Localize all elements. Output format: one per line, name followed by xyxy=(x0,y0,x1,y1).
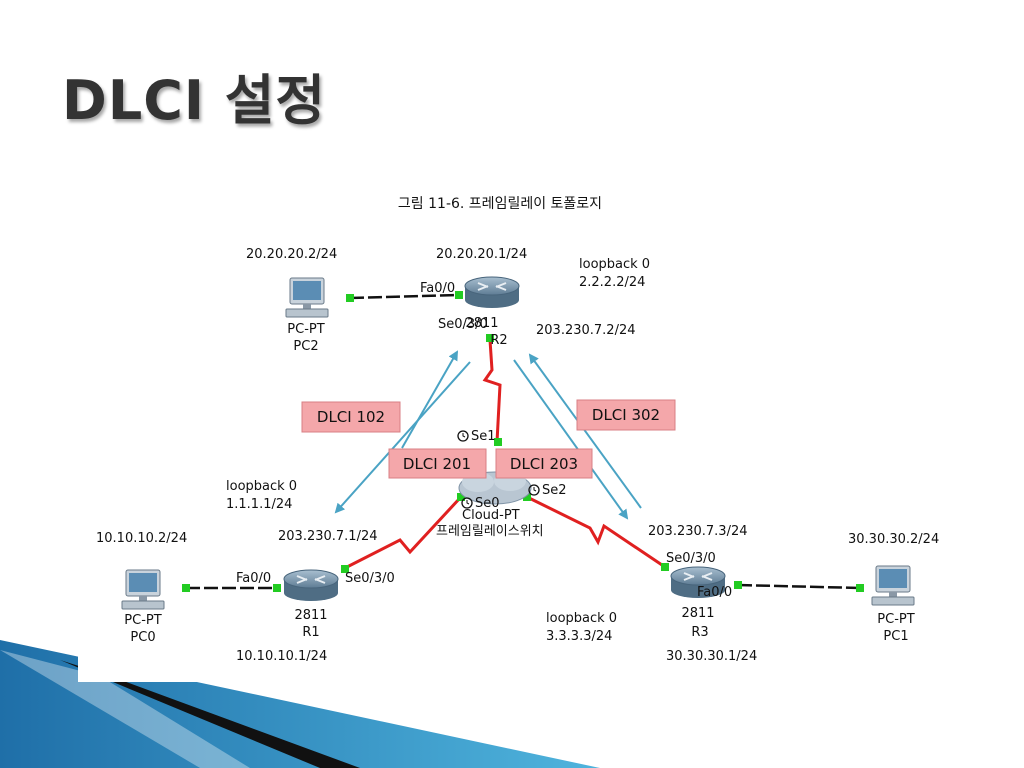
r1-router-icon xyxy=(283,569,339,602)
r3-se-ip: 203.230.7.3/24 xyxy=(648,524,748,539)
serial-link-r2-cloud xyxy=(482,339,502,443)
r1-router[interactable]: 2811 R1 xyxy=(283,569,339,640)
r3-loopback-ip: 3.3.3.3/24 xyxy=(546,629,612,644)
dlci-302-text: DLCI 302 xyxy=(592,406,660,424)
pc0-icon xyxy=(121,569,165,610)
pc0-type: PC-PT xyxy=(124,613,161,628)
r3-model: 2811 xyxy=(681,606,714,621)
r1-fa-port: Fa0/0 xyxy=(236,571,271,586)
pc1-icon xyxy=(871,565,915,606)
pc2-name: PC2 xyxy=(293,339,318,354)
r2-name: R2 xyxy=(490,333,507,348)
r2-model: 2811 xyxy=(465,316,498,331)
r1-name: R1 xyxy=(302,625,319,640)
r1-loopback-ip: 1.1.1.1/24 xyxy=(226,497,292,512)
serial-link-r1-cloud xyxy=(344,496,462,570)
pc0-name: PC0 xyxy=(130,630,155,645)
dlci-201-text: DLCI 201 xyxy=(403,455,471,473)
pc1-ip: 30.30.30.2/24 xyxy=(848,532,939,547)
pc2-ip: 20.20.20.2/24 xyxy=(246,247,337,262)
slide-title: DLCI 설정 xyxy=(62,69,327,132)
cloud-port-se2: Se2 xyxy=(542,483,567,498)
r2-router[interactable]: 2811 R2 xyxy=(464,276,520,348)
r2-router-icon xyxy=(464,276,520,309)
dlci-arrow-r2-to-r1 xyxy=(334,361,471,514)
dlci-arrow-r1-to-r2 xyxy=(401,350,458,449)
r1-loopback-label: loopback 0 xyxy=(226,479,297,494)
ethernet-link-r3-pc1 xyxy=(737,583,861,590)
clock-icon xyxy=(461,497,473,509)
r2-loopback-ip: 2.2.2.2/24 xyxy=(579,275,645,290)
pc2-type: PC-PT xyxy=(287,322,324,337)
pc1-type: PC-PT xyxy=(877,612,914,627)
r1-model: 2811 xyxy=(294,608,327,623)
pc2-device[interactable]: PC-PT PC2 xyxy=(285,277,329,354)
cloud-name: 프레임릴레이스위치 xyxy=(436,524,544,539)
figure-caption: 그림 11-6. 프레임릴레이 토폴로지 xyxy=(398,196,602,212)
cloud-port-se1: Se1 xyxy=(471,429,496,444)
r3-fa-ip: 30.30.30.1/24 xyxy=(666,649,757,664)
cloud-port-se0: Se0 xyxy=(475,496,500,511)
corner-ribbon xyxy=(0,640,600,768)
pc1-device[interactable]: PC-PT PC1 xyxy=(871,565,915,644)
dlci-102-label: DLCI 102 xyxy=(301,401,401,433)
r1-se-ip: 203.230.7.1/24 xyxy=(278,529,378,544)
r1-se-port: Se0/3/0 xyxy=(345,571,395,586)
r3-loopback-label: loopback 0 xyxy=(546,611,617,626)
pc1-name: PC1 xyxy=(883,629,908,644)
r2-se-ip: 203.230.7.2/24 xyxy=(536,323,636,338)
dlci-102-text: DLCI 102 xyxy=(317,408,385,426)
pc0-ip: 10.10.10.2/24 xyxy=(96,531,187,546)
r2-loopback-label: loopback 0 xyxy=(579,257,650,272)
ethernet-link-pc2-r2 xyxy=(349,293,460,300)
link-lights xyxy=(182,291,864,592)
dlci-302-label: DLCI 302 xyxy=(576,399,676,431)
clock-icon xyxy=(528,484,540,496)
pc0-device[interactable]: PC-PT PC0 xyxy=(121,569,165,645)
r3-name: R3 xyxy=(691,625,708,640)
r3-router[interactable]: 2811 R3 xyxy=(670,566,726,640)
clock-icon xyxy=(457,430,469,442)
r2-fa-ip: 20.20.20.1/24 xyxy=(436,247,527,262)
pc2-icon xyxy=(285,277,329,318)
r3-se-port: Se0/3/0 xyxy=(666,551,716,566)
r2-fa-port: Fa0/0 xyxy=(420,281,455,296)
dlci-203-label: DLCI 203 xyxy=(495,448,593,479)
r2-se-port: Se0/3/0 xyxy=(438,317,488,332)
dlci-arrow-r3-to-r2 xyxy=(528,353,642,509)
r1-fa-ip: 10.10.10.1/24 xyxy=(236,649,327,664)
r3-fa-port: Fa0/0 xyxy=(697,585,732,600)
dlci-201-label: DLCI 201 xyxy=(388,448,487,479)
cloud-type: Cloud-PT xyxy=(462,508,520,523)
serial-link-cloud-r3 xyxy=(526,495,666,569)
dlci-arrow-r2-to-r3 xyxy=(513,359,629,520)
dlci-203-text: DLCI 203 xyxy=(510,455,578,473)
